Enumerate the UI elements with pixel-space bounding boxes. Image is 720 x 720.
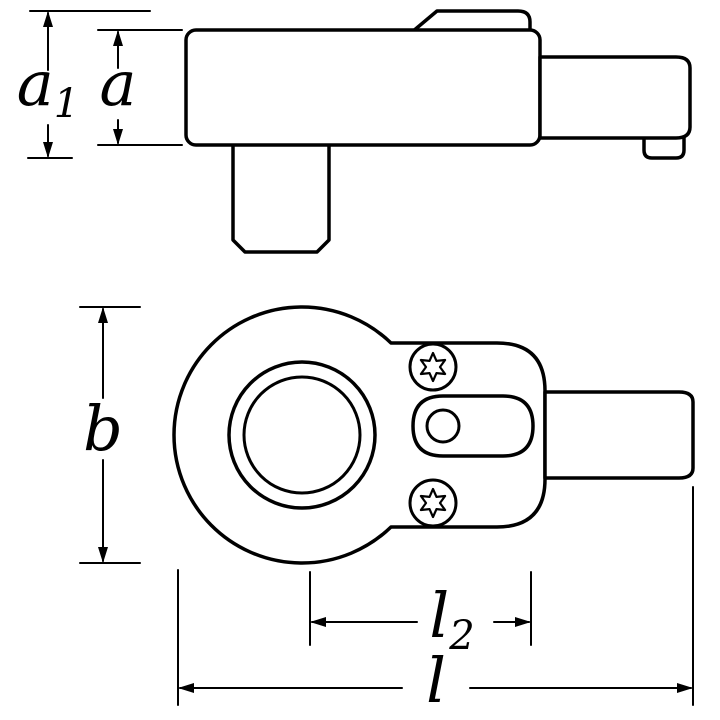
drive-ring-inner: [242, 375, 362, 495]
insert-tang-side: [538, 55, 692, 140]
dim-label-a1: a1: [17, 47, 79, 127]
lever-pivot-pin: [425, 408, 461, 444]
dim-b: b: [79, 306, 141, 564]
lock-pin-side: [642, 136, 686, 160]
arrow-down-icon: [98, 547, 108, 563]
arrow-up-icon: [43, 11, 53, 27]
dim-label-a: a: [100, 47, 137, 120]
arrow-right-icon: [515, 617, 531, 627]
arrow-up-icon: [113, 30, 123, 46]
dim-label-b: b: [83, 392, 123, 465]
side-view: [184, 9, 692, 254]
arrow-down-icon: [113, 129, 123, 145]
screw-head: [408, 342, 458, 392]
dim-label-l: l: [426, 644, 446, 717]
dim-l2: l2: [309, 571, 532, 659]
arrow-up-icon: [98, 307, 108, 323]
arrow-down-icon: [43, 142, 53, 158]
screw-top: [408, 342, 458, 392]
ratchet-body-side: [184, 28, 542, 147]
dim-label-l2: l2: [429, 579, 474, 659]
screw-bottom: [408, 478, 458, 528]
insert-tang-plan: [543, 390, 695, 480]
dim-a1: a1: [17, 10, 151, 159]
torx-icon: [419, 487, 447, 519]
lever-side: [410, 9, 532, 34]
arrow-left-icon: [178, 683, 194, 693]
square-drive-side: [231, 143, 331, 254]
plan-view: [172, 305, 695, 565]
torx-icon: [419, 351, 447, 383]
arrow-right-icon: [677, 683, 693, 693]
dim-a: a: [97, 29, 183, 146]
arrow-left-icon: [310, 617, 326, 627]
screw-head: [408, 478, 458, 528]
dim-l: l: [177, 486, 694, 717]
